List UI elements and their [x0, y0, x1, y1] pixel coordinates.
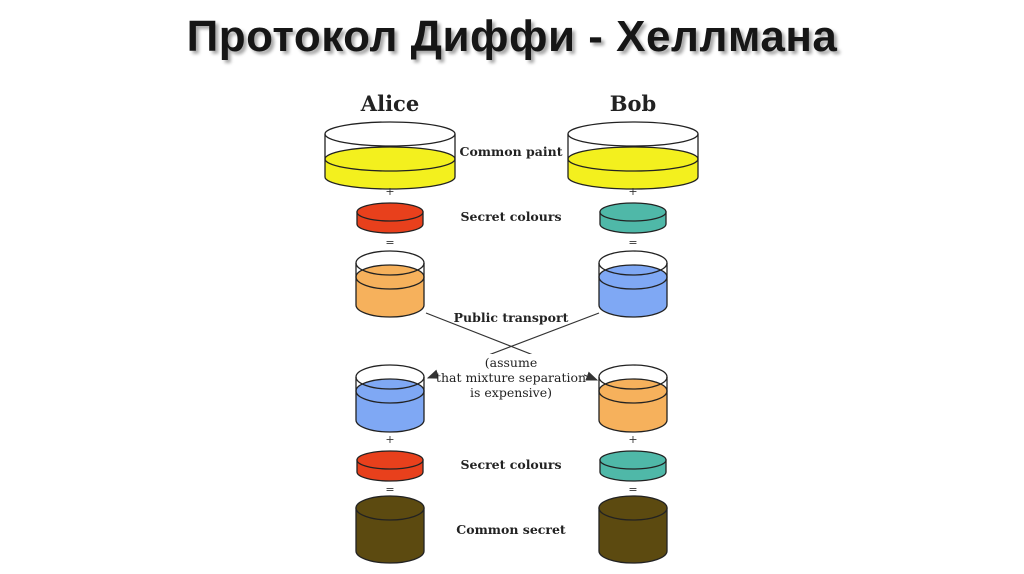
- beaker-rim: [355, 364, 425, 390]
- cylinder-body: [355, 507, 425, 564]
- bob-common-secret-beaker: [598, 495, 668, 564]
- liquid-surface: [598, 264, 668, 290]
- secret-colours-label-2: Secret colours: [460, 457, 561, 472]
- alice-equals-sign-1: =: [385, 236, 394, 249]
- bob-equals-sign-1: =: [628, 236, 637, 249]
- alice-plus-sign-1: +: [385, 185, 394, 198]
- beaker-wall: [567, 134, 699, 190]
- bob-received-mixture-beaker: [598, 364, 668, 433]
- cylinder-top: [356, 202, 424, 222]
- alice-common-secret-beaker: [355, 495, 425, 564]
- assumption-note-line-3: is expensive): [470, 385, 552, 400]
- bob-mixture-beaker: [598, 250, 668, 318]
- liquid-surface: [355, 378, 425, 404]
- beaker-rim: [324, 121, 456, 147]
- bob-common-paint-beaker: [567, 121, 699, 190]
- liquid-surface: [324, 146, 456, 172]
- common-paint-label: Common paint: [460, 144, 563, 159]
- beaker-wall: [598, 377, 668, 433]
- bob-plus-sign-1: +: [628, 185, 637, 198]
- alice-secret-colour-disc: [356, 202, 424, 234]
- alice-received-mixture-beaker: [355, 364, 425, 433]
- beaker-wall: [324, 134, 456, 190]
- beaker-wall: [598, 263, 668, 318]
- alice-label: Alice: [360, 91, 419, 116]
- cylinder-top: [599, 202, 667, 222]
- cylinder-top: [599, 450, 667, 470]
- bob-secret-colour-disc: [599, 202, 667, 234]
- bob-equals-sign-2: =: [628, 483, 637, 496]
- beaker-wall: [355, 377, 425, 433]
- beaker-rim: [567, 121, 699, 147]
- assumption-note-line-2: that mixture separation: [436, 370, 586, 385]
- beaker-rim: [355, 250, 425, 276]
- bob-label: Bob: [610, 91, 656, 116]
- beaker-rim: [598, 364, 668, 390]
- liquid-surface: [355, 264, 425, 290]
- alice-common-paint-beaker: [324, 121, 456, 190]
- assumption-note-line-1: (assume: [485, 355, 537, 370]
- beaker-rim: [598, 250, 668, 276]
- alice-second-secret-colour-disc: [356, 450, 424, 482]
- page-title: Протокол Диффи - Хеллмана: [186, 12, 838, 61]
- cylinder-body: [598, 507, 668, 564]
- secret-colours-label-1: Secret colours: [460, 209, 561, 224]
- beaker-wall: [355, 263, 425, 318]
- public-transport-label: Public transport: [454, 310, 569, 325]
- bob-plus-sign-2: +: [628, 433, 637, 446]
- bob-second-secret-colour-disc: [599, 450, 667, 482]
- alice-plus-sign-2: +: [385, 433, 394, 446]
- liquid-surface: [567, 146, 699, 172]
- common-secret-label: Common secret: [456, 522, 566, 537]
- cylinder-top: [598, 495, 668, 521]
- liquid-surface: [598, 378, 668, 404]
- cylinder-top: [356, 450, 424, 470]
- alice-equals-sign-2: =: [385, 483, 394, 496]
- alice-mixture-beaker: [355, 250, 425, 318]
- cylinder-top: [355, 495, 425, 521]
